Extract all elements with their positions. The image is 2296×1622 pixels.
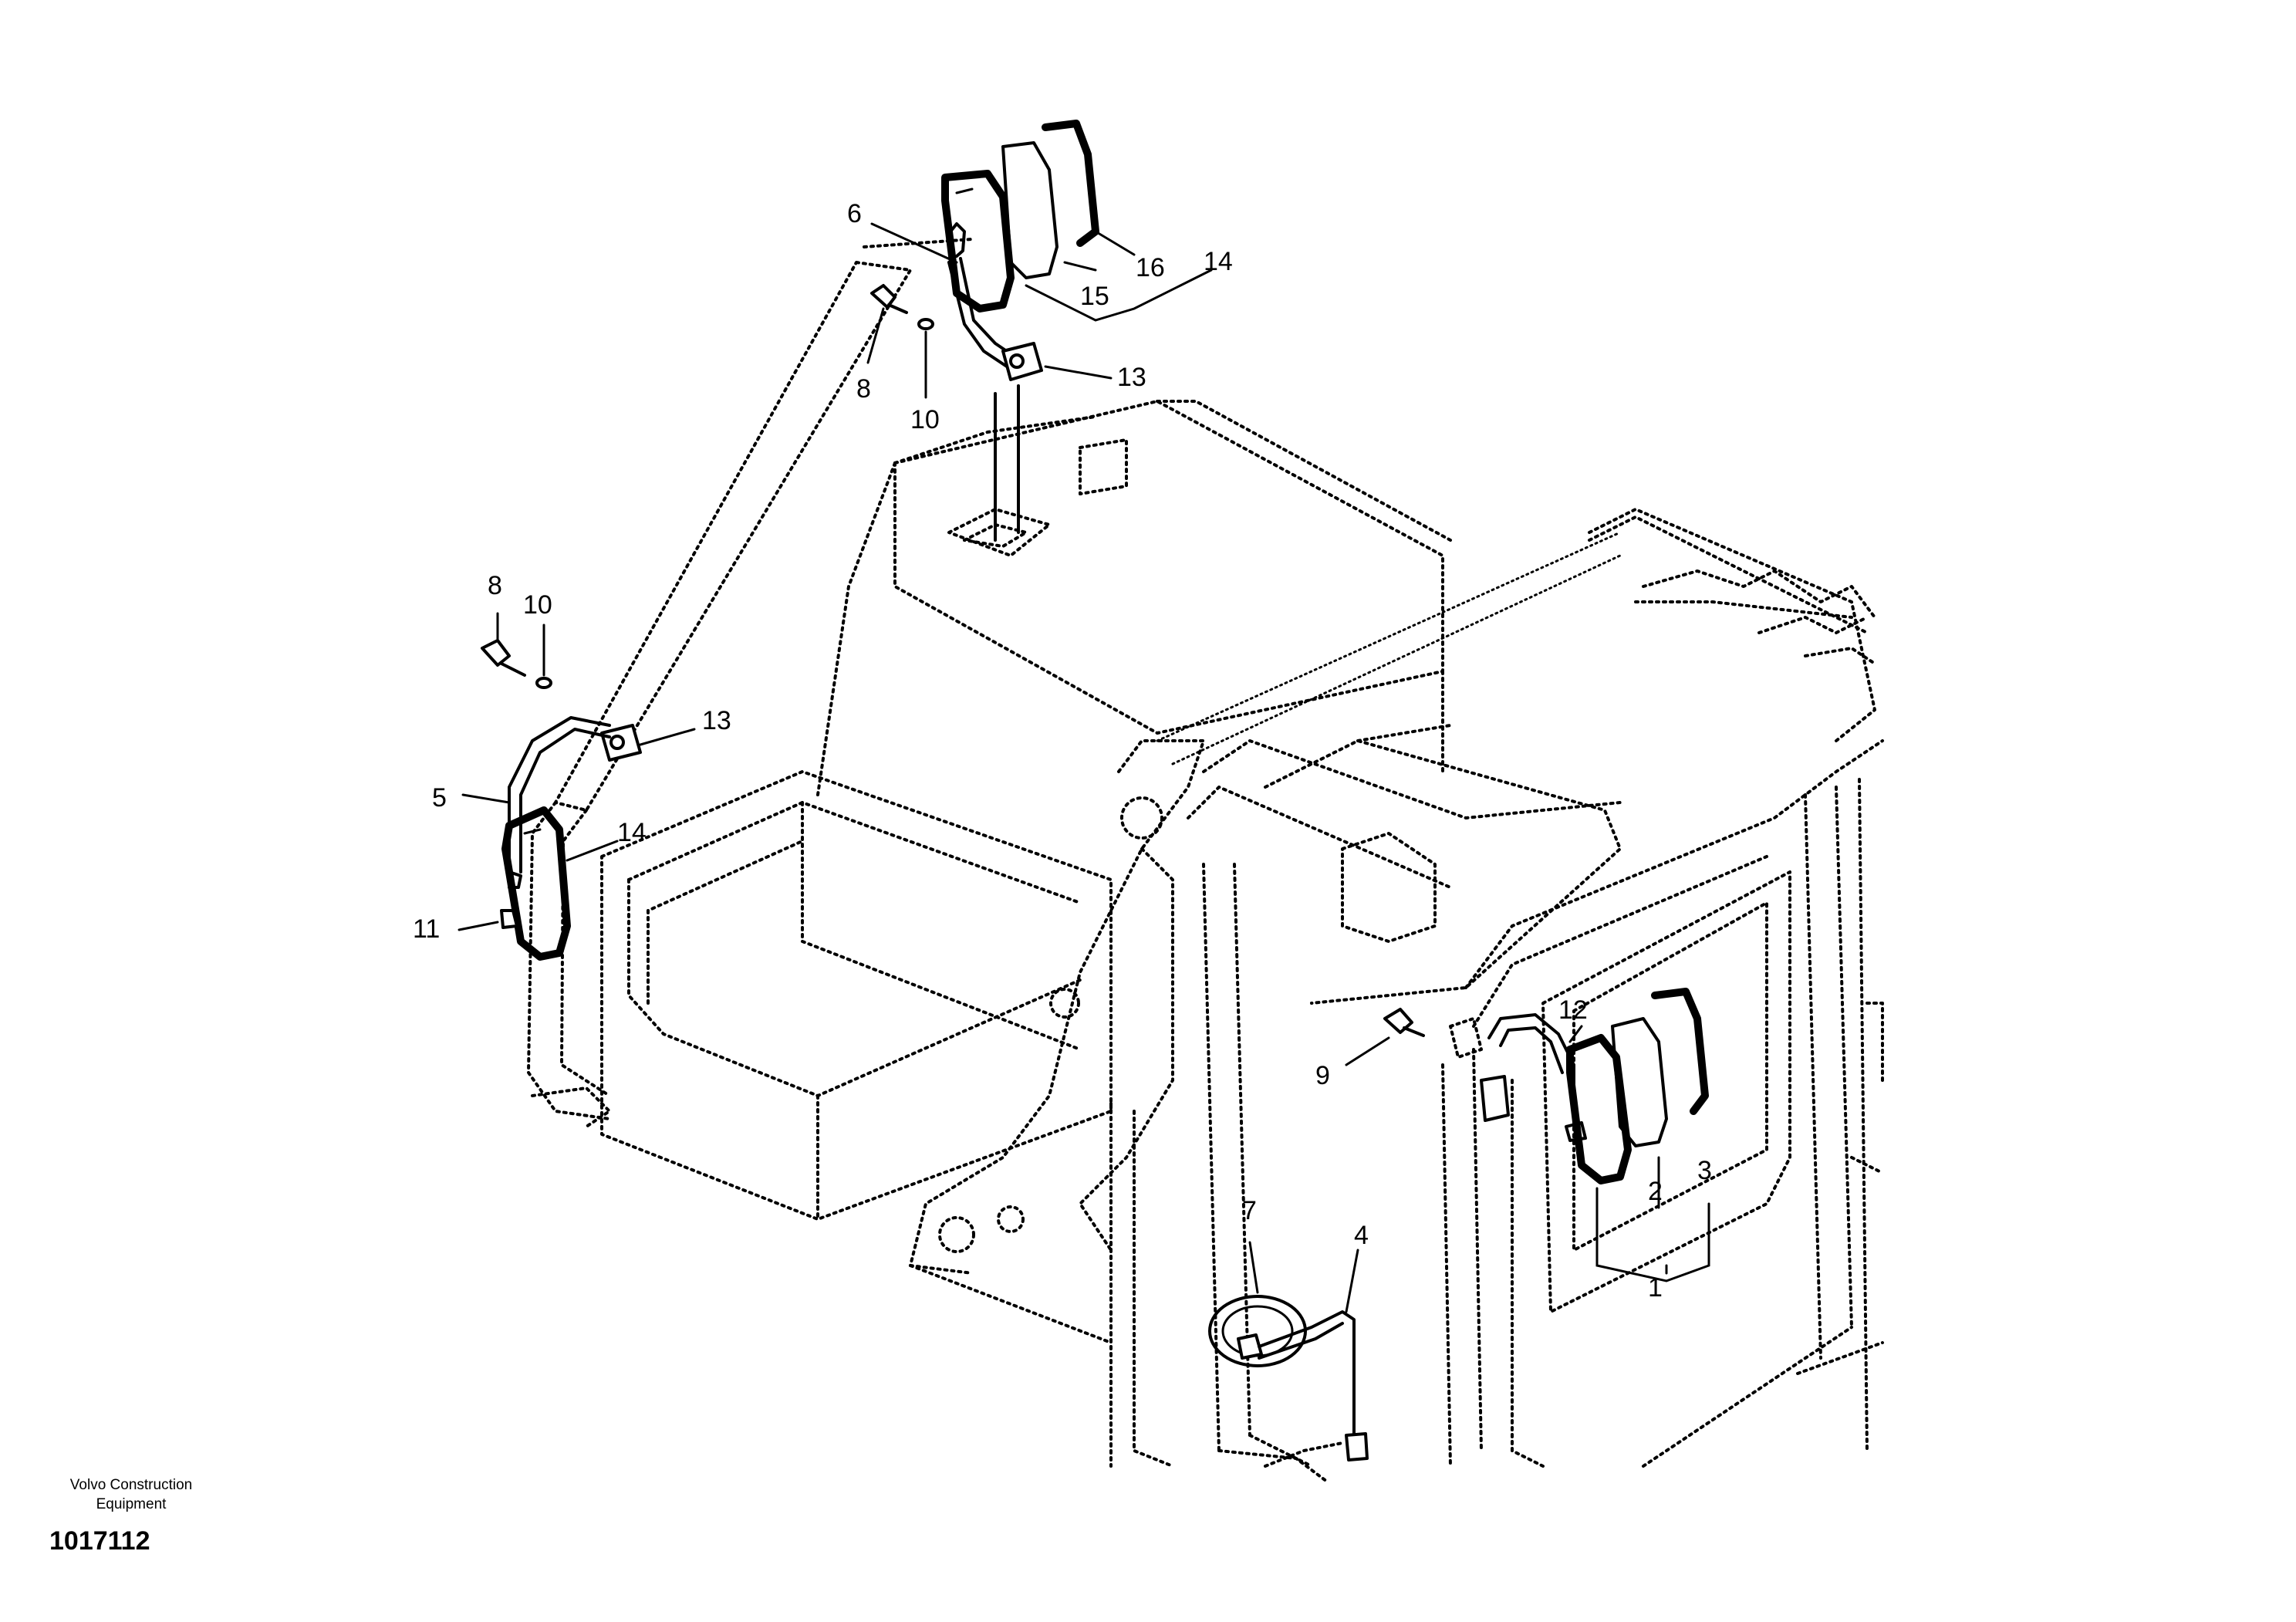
callout-11: 11 xyxy=(413,914,440,944)
drawing-number: 1017112 xyxy=(49,1526,150,1556)
callout-14-top: 14 xyxy=(1204,247,1233,276)
callout-2: 2 xyxy=(1648,1177,1663,1206)
right-mirror-assembly xyxy=(1345,988,1710,1282)
callout-14-left: 14 xyxy=(617,818,647,847)
callout-16: 16 xyxy=(1136,253,1165,282)
drawing-footer: Volvo Construction Equipment 1017112 xyxy=(31,1475,231,1556)
callout-4: 4 xyxy=(1354,1221,1369,1250)
top-mirror-assembly xyxy=(866,120,1213,542)
callout-15: 15 xyxy=(1080,282,1109,311)
light-assembly xyxy=(1208,1241,1369,1468)
callout-7: 7 xyxy=(1242,1196,1257,1225)
company-name-line1: Volvo Construction xyxy=(69,1477,193,1493)
left-mirror-assembly xyxy=(458,612,696,961)
callout-13-left: 13 xyxy=(702,706,731,735)
callout-1: 1 xyxy=(1648,1273,1663,1303)
callout-10-left: 10 xyxy=(523,590,552,620)
callout-13-top: 13 xyxy=(1117,363,1146,392)
machine-outline xyxy=(527,238,1884,1483)
company-name-line2: Equipment xyxy=(96,1496,167,1512)
callout-8-top: 8 xyxy=(856,374,871,404)
callout-3: 3 xyxy=(1697,1156,1712,1185)
callout-12: 12 xyxy=(1558,995,1588,1025)
callout-5: 5 xyxy=(432,783,447,813)
callout-8-left: 8 xyxy=(488,571,502,600)
callout-9: 9 xyxy=(1315,1061,1330,1090)
callout-6: 6 xyxy=(847,199,862,228)
callout-labels: 1 2 3 4 5 6 7 8 8 9 10 10 11 12 13 13 14… xyxy=(413,199,1712,1303)
callout-10-top: 10 xyxy=(910,405,940,434)
